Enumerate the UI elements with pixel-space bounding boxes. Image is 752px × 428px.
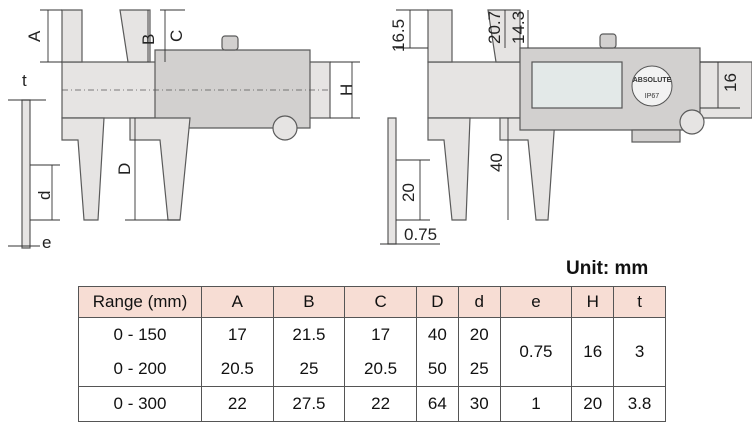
header-A: A (201, 286, 274, 318)
caliper-dimension-drawing: A B C D H t d e ABSOLUTE IP67 16.5 20.7 … (8, 9, 752, 252)
header-d: d (457, 286, 501, 318)
dimension-table: Range (mm) A B C D d e H t 0 - 150 17 21… (78, 286, 666, 422)
cell-B: 27.5 (272, 386, 346, 422)
dim-label-20: 20 (399, 183, 418, 202)
dim-label-16: 16 (721, 73, 740, 92)
dim-label-e: e (42, 233, 51, 252)
right-fixed-jaw-lower (427, 117, 471, 221)
dim-label-20-7: 20.7 (485, 11, 504, 44)
cell-B: 25 (272, 352, 346, 387)
dim-label-B: B (139, 34, 158, 45)
cell-d: 30 (457, 386, 501, 422)
lcd-display (531, 61, 623, 109)
brand-badge (631, 65, 673, 107)
dim-label-D: D (115, 163, 134, 175)
fixed-jaw-upper (61, 9, 83, 63)
cell-d: 20 (457, 317, 501, 352)
header-B: B (272, 286, 346, 318)
cell-d: 25 (457, 352, 501, 387)
dim-label-40: 40 (487, 153, 506, 172)
cell-range: 0 - 300 (78, 386, 202, 422)
dim-label-d: d (35, 191, 54, 200)
cell-B: 21.5 (272, 317, 346, 352)
dim-label-H: H (337, 84, 356, 96)
cell-D: 40 (415, 317, 459, 352)
dim-label-A: A (25, 30, 44, 42)
right-fixed-jaw-upper (427, 9, 453, 63)
right-jaw-side-view (387, 117, 397, 245)
cell-range: 0 - 150 (78, 317, 202, 352)
brand-badge-bottom: IP67 (645, 93, 660, 100)
table-row: 0 - 200 20.5 25 20.5 50 25 (78, 352, 666, 387)
cell-e: 1 (499, 386, 573, 422)
header-D: D (415, 286, 459, 318)
table-header-row: Range (mm) A B C D d e H t (78, 286, 666, 318)
cell-C: 22 (344, 386, 417, 422)
slider-jaw-lower (129, 117, 191, 221)
battery-cover (631, 129, 681, 143)
header-t: t (613, 286, 666, 318)
header-C: C (344, 286, 417, 318)
cell-t: 3.8 (613, 386, 666, 422)
brand-badge-top: ABSOLUTE (633, 77, 672, 84)
dim-label-C: C (167, 30, 186, 42)
slider-jaw-upper (119, 9, 151, 63)
cell-C: 20.5 (344, 352, 417, 387)
header-H: H (571, 286, 615, 318)
cell-A: 17 (201, 317, 274, 352)
slider-body (154, 49, 311, 129)
cell-e-merged: 0.75 (499, 317, 573, 387)
header-range: Range (mm) (78, 286, 202, 318)
cell-A: 20.5 (201, 352, 274, 387)
cell-t-merged: 3 (613, 317, 666, 387)
dim-label-16-5: 16.5 (389, 19, 408, 52)
cell-H: 20 (571, 386, 615, 422)
right-thumb-roller (679, 109, 705, 135)
dim-label-14-3: 14.3 (509, 11, 528, 44)
cell-D: 50 (415, 352, 459, 387)
cell-C: 17 (344, 317, 417, 352)
fixed-jaw-lower (61, 117, 105, 221)
table-row: 0 - 150 17 21.5 17 40 20 0.75 16 3 (78, 317, 666, 387)
clamp-screw (221, 35, 239, 51)
cell-D: 64 (415, 386, 459, 422)
unit-label: Unit: mm (566, 258, 649, 279)
dim-label-t: t (22, 71, 27, 90)
header-e: e (499, 286, 573, 318)
cell-range: 0 - 200 (78, 352, 202, 387)
jaw-side-view (21, 99, 31, 249)
cell-H-merged: 16 (571, 317, 615, 387)
thumb-roller (272, 115, 298, 141)
right-clamp-screw (599, 33, 617, 49)
dim-label-0-75: 0.75 (404, 225, 437, 244)
table-row: 0 - 300 22 27.5 22 64 30 1 20 3.8 (78, 386, 666, 422)
cell-A: 22 (201, 386, 274, 422)
